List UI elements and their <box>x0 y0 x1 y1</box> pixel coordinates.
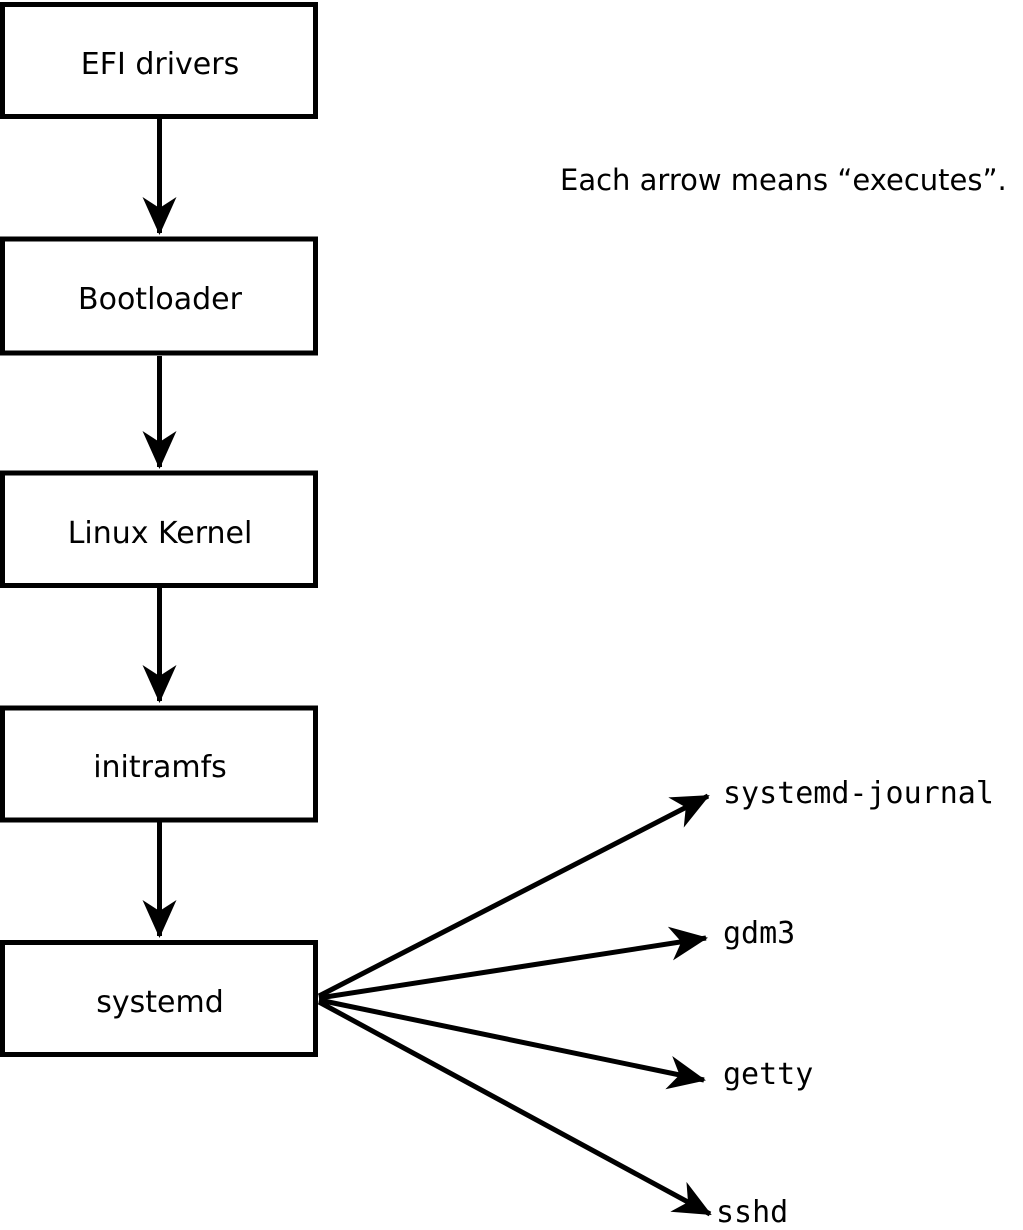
flow-box-efi-drivers <box>0 2 318 119</box>
flow-box-systemd-label: systemd <box>96 985 224 1020</box>
flow-box-bootloader-label: Bootloader <box>78 282 243 317</box>
flow-box-initramfs <box>0 705 318 823</box>
process-label-gdm3: gdm3 <box>723 916 795 951</box>
flow-box-linux-kernel-label: Linux Kernel <box>68 516 253 551</box>
flow-box-bootloader <box>0 236 318 356</box>
arrow-systemd-to-gdm3 <box>318 926 708 1001</box>
arrow-systemd-to-sshd <box>317 999 712 1217</box>
flow-box-systemd <box>0 940 318 1057</box>
flow-box-initramfs-label: initramfs <box>93 750 227 785</box>
flow-box-linux-kernel <box>0 470 318 588</box>
flow-box-efi-drivers-label: EFI drivers <box>81 47 239 82</box>
process-label-systemd-journal: systemd-journal <box>723 776 994 811</box>
arrow-systemd-to-getty <box>318 997 706 1090</box>
arrow-systemd-to-journal <box>317 793 710 999</box>
process-label-getty: getty <box>723 1057 813 1092</box>
arrow-meaning-note: Each arrow means “executes”. <box>560 163 1007 197</box>
process-label-sshd: sshd <box>716 1195 788 1230</box>
